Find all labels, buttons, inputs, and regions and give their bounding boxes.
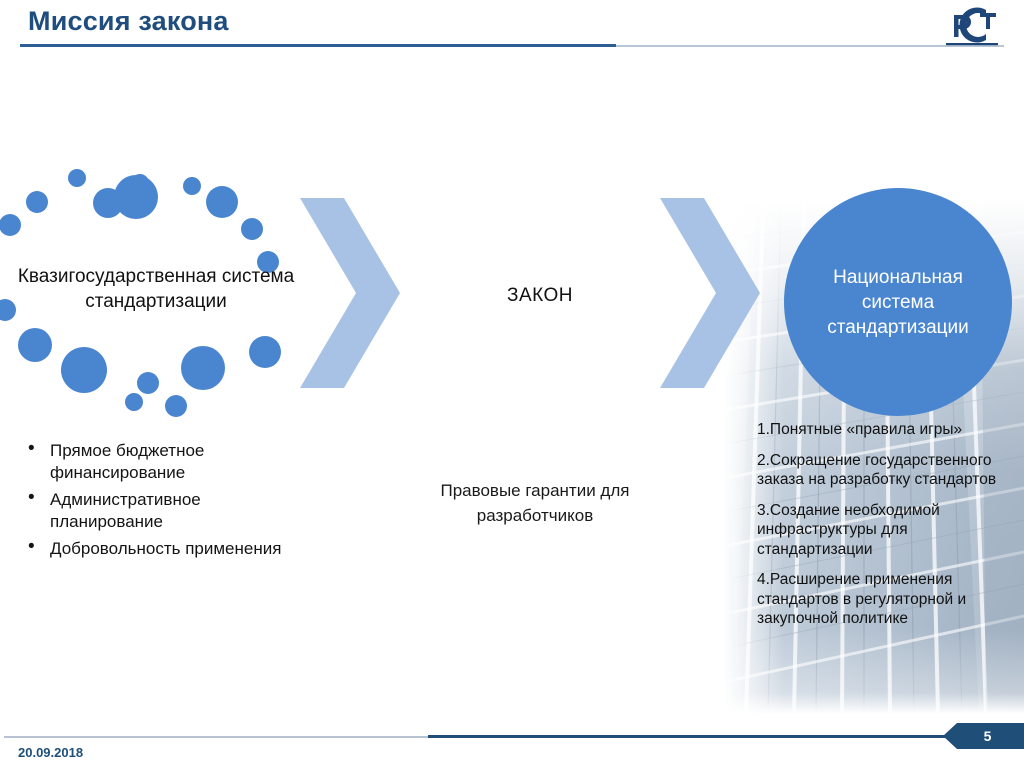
bubble-dot (257, 251, 279, 273)
bubble-dot (137, 372, 159, 394)
bubble-dot (18, 328, 52, 362)
bubble-dot (0, 214, 21, 236)
slide-header: Миссия закона (0, 0, 1024, 56)
bubble-dot (181, 346, 225, 390)
page-number-badge: 5 (943, 723, 1024, 749)
chevron-right-icon-2 (660, 198, 760, 388)
page-number: 5 (983, 728, 992, 744)
slide-date: 20.09.2018 (18, 745, 84, 760)
bubble-dot (183, 177, 201, 195)
national-system-label: Национальная система стандартизации (827, 266, 969, 338)
bubble-dot (26, 191, 48, 213)
list-item: 2.Сокращение государственного заказа на … (757, 451, 997, 489)
quasi-system-bullet-list: Прямое бюджетное финансирование Админист… (20, 438, 310, 565)
bubble-dot (61, 347, 107, 393)
bubble-dot (114, 175, 158, 219)
header-divider-light (616, 45, 1004, 47)
bubble-dot (0, 299, 16, 321)
list-item: Прямое бюджетное финансирование (20, 438, 310, 484)
bubble-dot (206, 186, 238, 218)
header-divider (20, 44, 616, 47)
bubble-dot (125, 393, 143, 411)
list-item: 3.Создание необходимой инфраструктуры дл… (757, 501, 940, 558)
chevron-right-icon-1 (300, 198, 400, 388)
footer-divider-light (4, 736, 428, 738)
list-item: Административное планирование (20, 487, 310, 533)
quasi-system-label: Квазигосударственная система стандартиза… (17, 266, 295, 312)
bubble-cluster (0, 169, 320, 417)
list-item: 4.Расширение применения стандартов в рег… (757, 571, 967, 627)
bubble-dot (241, 218, 263, 240)
bubble-dot (249, 336, 281, 368)
rosstandart-logo-icon (946, 7, 998, 46)
national-system-benefits-list: 1.Понятные «правила игры» 2.Сокращение г… (757, 420, 1015, 640)
list-item: Добровольность применения (20, 536, 310, 560)
footer-divider-dark (428, 735, 1024, 738)
bubble-dot (165, 395, 187, 417)
national-system-circle: Национальная система стандартизации (784, 188, 1012, 416)
page-title: Миссия закона (28, 6, 229, 36)
building-left-fade (724, 0, 784, 714)
zakon-label: ЗАКОН (506, 285, 573, 306)
page-badge-shape (943, 723, 1024, 749)
bubble-dot (68, 169, 86, 187)
list-item: 1.Понятные «правила игры» (757, 421, 963, 438)
legal-guarantees-label: Правовые гарантии для разработчиков (440, 481, 630, 525)
